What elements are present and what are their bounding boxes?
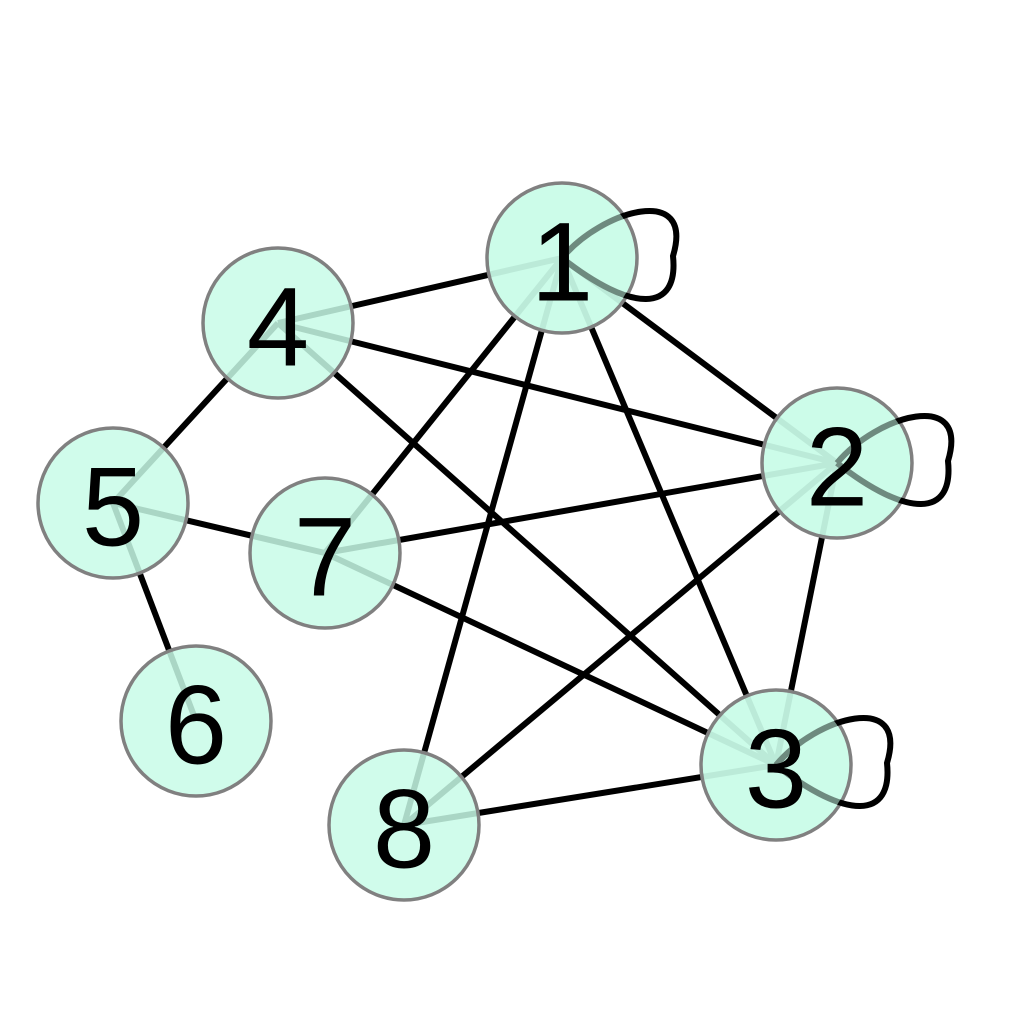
node-overlay-2 — [764, 390, 910, 536]
node-6: 6 — [119, 644, 273, 798]
edge-2-7 — [324, 460, 838, 556]
node-circle-4 — [201, 246, 355, 400]
edge-2-8 — [402, 460, 839, 828]
node-label-8: 8 — [373, 767, 435, 892]
node-circle-5 — [36, 426, 190, 580]
node-label-4: 4 — [247, 265, 309, 390]
node-7: 7 — [248, 476, 402, 630]
node-label-overlay-2: 2 — [806, 405, 868, 530]
node-circle-7 — [248, 476, 402, 630]
node-5: 5 — [36, 426, 190, 580]
node-overlay-1 — [489, 185, 635, 331]
edge-4-2 — [277, 320, 838, 466]
node-overlay-3 — [703, 692, 849, 838]
self-loops-layer: 1 2 3 — [489, 185, 955, 838]
node-label-overlay-3: 3 — [745, 707, 807, 832]
node-4: 4 — [201, 246, 355, 400]
node-label-6: 6 — [165, 663, 227, 788]
node-label-7: 7 — [294, 495, 356, 620]
node-circle-8 — [327, 748, 481, 902]
node-circle-6 — [119, 644, 273, 798]
node-8: 8 — [327, 748, 481, 902]
node-label-5: 5 — [82, 445, 144, 570]
edge-1-8 — [401, 257, 565, 826]
edge-1-3 — [559, 256, 779, 767]
edge-4-3 — [276, 320, 778, 768]
node-label-overlay-1: 1 — [531, 200, 593, 325]
edge-7-3 — [323, 550, 778, 768]
